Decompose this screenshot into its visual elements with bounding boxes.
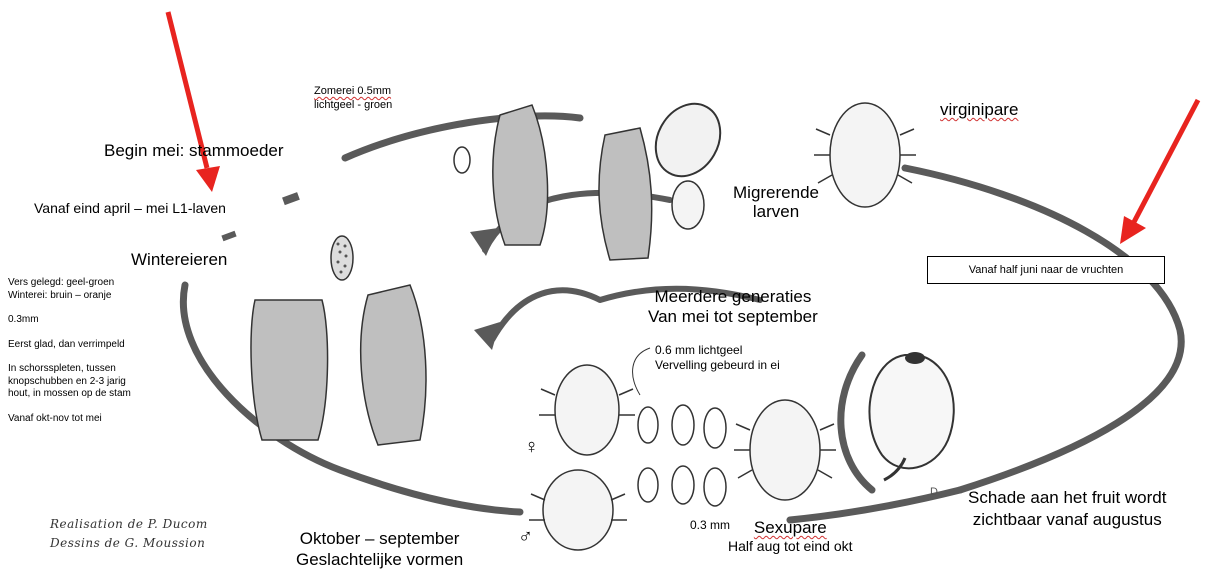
label-vanaf-eind-april: Vanaf eind april – mei L1-laven — [34, 200, 226, 216]
fruit-drawing — [869, 352, 953, 480]
cycle-arc-inner-2 — [492, 290, 600, 340]
gall-drawing — [643, 92, 733, 188]
label-vervelling: Vervelling gebeurd in ei — [655, 358, 780, 373]
label-wintereieren: Wintereieren — [131, 250, 227, 270]
label-oktober: Oktober – september — [296, 528, 463, 549]
male-symbol: ♂ — [518, 526, 533, 549]
note-vers-gelegd: Vers gelegd: geel-groen — [8, 277, 131, 290]
note-schors-2: knopschubben en 2-3 jarig — [8, 376, 131, 389]
label-migrerende: Migrerende — [733, 184, 819, 203]
aphid-virginipare — [830, 103, 900, 207]
dash-mark-1 — [282, 192, 300, 205]
label-larven: larven — [733, 203, 819, 222]
label-sexupare: Sexupare — [728, 518, 853, 538]
aphid-migrating-larva — [672, 181, 704, 229]
label-06mm: 0.6 mm lichtgeel — [655, 343, 780, 358]
aphid-sexupare — [750, 400, 820, 500]
note-schors-1: In schorsspleten, tussen — [8, 363, 131, 376]
female-symbol: ♀ — [524, 436, 539, 459]
egg-series — [638, 405, 726, 506]
winter-egg-notes: Vers gelegd: geel-groen Winterei: bruin … — [8, 277, 131, 425]
credits: Realisation de P. Ducom Dessins de G. Mo… — [50, 515, 208, 553]
dash-mark-2 — [221, 231, 236, 241]
note-eerst: Eerst glad, dan verrimpeld — [8, 339, 131, 352]
label-meerdere-generaties: Meerdere generaties — [648, 287, 818, 307]
label-schade: Schade aan het fruit wordt — [968, 487, 1166, 509]
twig-3 — [493, 105, 548, 245]
red-arrow-right-shaft — [1134, 100, 1198, 222]
aphid-male — [543, 470, 613, 550]
credit-line-2: Dessins de G. Moussion — [50, 534, 208, 553]
red-arrow-left-head — [196, 166, 220, 192]
label-geslachtelijke: Geslachtelijke vormen — [296, 549, 463, 570]
twig-1 — [251, 300, 328, 440]
arrowhead-inner-1 — [470, 228, 498, 256]
twig-2 — [361, 285, 426, 445]
note-winterei: Winterei: bruin – oranje — [8, 290, 131, 303]
label-03mm: 0.3 mm — [690, 518, 730, 532]
winter-egg-cluster — [331, 236, 353, 280]
label-half-juni: Vanaf half juni naar de vruchten — [969, 264, 1124, 276]
cycle-arc-left — [183, 285, 520, 512]
label-zomerei: Zomerei 0.5mm — [314, 85, 392, 99]
half-juni-box: Vanaf half juni naar de vruchten — [927, 256, 1165, 284]
note-vanaf-okt: Vanaf okt-nov tot mei — [8, 413, 131, 426]
label-begin-mei: Begin mei: stammoeder — [104, 141, 284, 161]
label-virginipare: virginipare — [940, 100, 1018, 120]
label-half-aug: Half aug tot eind okt — [728, 538, 853, 555]
credit-line-1: Realisation de P. Ducom — [50, 515, 208, 534]
cycle-arc-fruit — [841, 355, 872, 490]
pointer-line — [633, 348, 650, 395]
note-schors-3: hout, in mossen op de stam — [8, 388, 131, 401]
label-zichtbaar: zichtbaar vanaf augustus — [968, 509, 1166, 531]
summer-egg — [454, 147, 470, 173]
label-zomerei-color: lichtgeel - groen — [314, 99, 392, 113]
label-mei-tot-september: Van mei tot september — [648, 307, 818, 327]
aphid-female — [555, 365, 619, 455]
label-d: D — [930, 486, 938, 498]
twig-4 — [599, 128, 652, 260]
note-size: 0.3mm — [8, 314, 131, 327]
